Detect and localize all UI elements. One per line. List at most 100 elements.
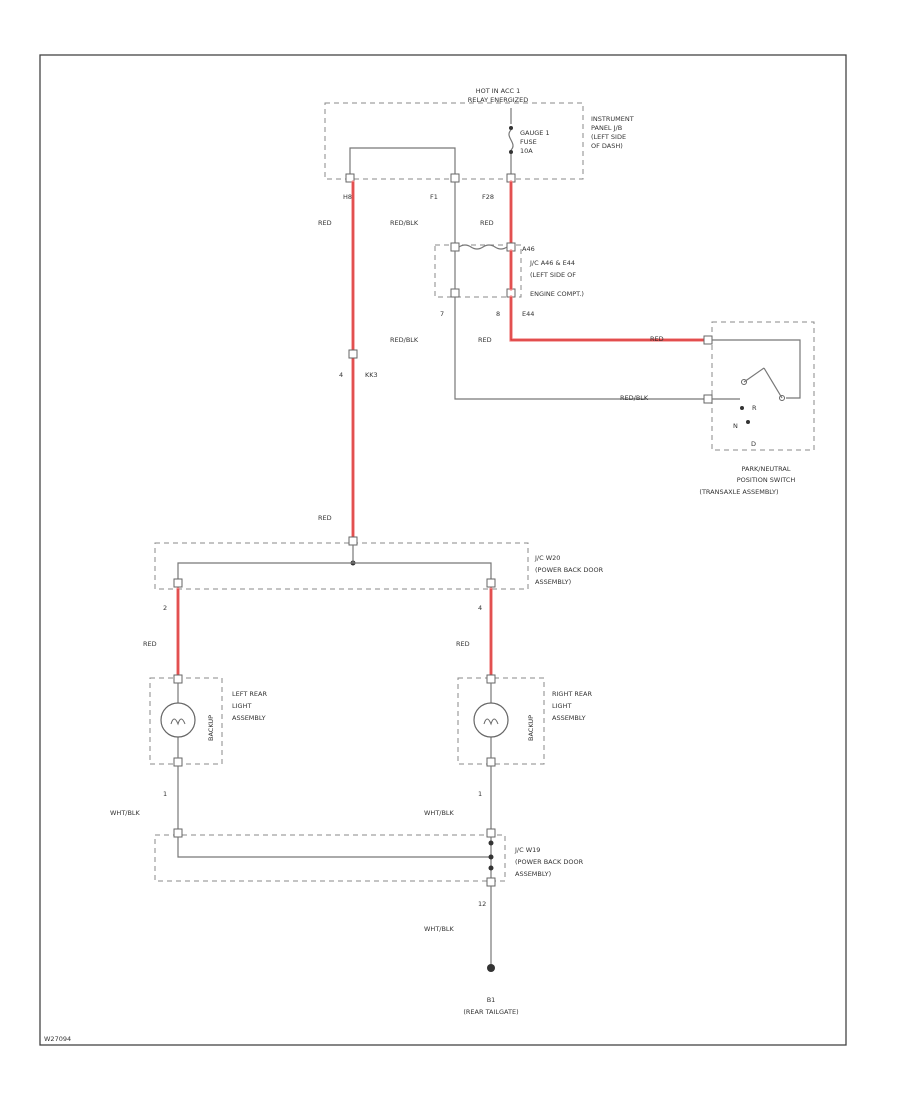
right-lamp-box	[457, 677, 545, 765]
jb-location-4: OF DASH)	[591, 142, 623, 150]
left-bulb-filament-icon	[170, 718, 186, 726]
wire-label-h8: RED	[318, 219, 332, 227]
pn-switch-arm	[743, 367, 765, 383]
jc-engine-box	[434, 244, 522, 298]
jb-location-2: PANEL J/B	[591, 124, 622, 132]
pn-contact-r	[740, 406, 744, 410]
fuse-word: FUSE	[520, 138, 537, 146]
right-lamp-name-3: ASSEMBLY	[552, 714, 586, 722]
left-bulb-icon	[160, 702, 196, 738]
pn-title-3: (TRANSAXLE ASSEMBLY)	[699, 488, 778, 496]
wire-label-right-red: RED	[456, 640, 470, 648]
jc-w20-box	[154, 542, 529, 590]
wire-label-f1: RED/BLK	[390, 219, 419, 227]
jc-w19-node-3	[488, 865, 494, 871]
jc-w20-out-left	[173, 578, 183, 588]
terminal-f1	[450, 173, 460, 183]
wire-label-redblk-lower: RED/BLK	[390, 336, 419, 344]
jb-location-3: (LEFT SIDE	[591, 133, 626, 141]
pn-switch-arm-2	[763, 367, 783, 399]
pin-jc-7: 7	[440, 310, 444, 318]
right-lamp-name-1: RIGHT REAR	[552, 690, 592, 698]
pin-w20-4: 4	[478, 604, 482, 612]
wire-redblk-pn	[454, 297, 704, 400]
jc-w19-node-1	[488, 840, 494, 846]
wire-label-pn-redblk: RED/BLK	[620, 394, 649, 402]
pn-internal-feed	[712, 339, 801, 399]
jc-w20-out-right	[486, 578, 496, 588]
pin-right-lamp-1: 1	[478, 790, 482, 798]
pn-label-n: N	[733, 422, 738, 430]
jc-w20-line2: (POWER BACK DOOR	[535, 566, 604, 574]
pn-contact-n	[746, 420, 750, 424]
wire-label-red-lower: RED	[318, 514, 332, 522]
fuse-top-node	[509, 126, 513, 130]
jc-engine-line2: (LEFT SIDE OF	[530, 271, 576, 279]
pin-kk3-num: 4	[339, 371, 343, 379]
pin-kk3: KK3	[365, 371, 378, 379]
jc-w19-in-right	[486, 828, 496, 838]
pn-terminal-1	[703, 335, 713, 345]
wire-e44-red-glow	[509, 295, 706, 342]
fuse-hot-label: HOT IN ACC 1	[476, 87, 521, 95]
footer-code: W27094	[44, 1035, 71, 1043]
wire-label-ground: WHT/BLK	[424, 925, 455, 933]
jc-w19-node-2	[488, 854, 494, 860]
pn-label-d: D	[751, 440, 756, 448]
wire-label-pn-red: RED	[650, 335, 664, 343]
jc-terminal-7	[450, 288, 460, 298]
right-lamp-side: BACKUP	[527, 715, 535, 741]
left-lamp-name-3: ASSEMBLY	[232, 714, 266, 722]
pin-gnd-12: 12	[478, 900, 486, 908]
jc-w20-bus	[177, 562, 492, 581]
pin-a46: A46	[522, 245, 535, 253]
ground-icon	[487, 964, 495, 972]
jc-w19-box	[154, 834, 506, 882]
jc-w19-line2: (POWER BACK DOOR	[515, 858, 584, 866]
pin-left-lamp-1: 1	[163, 790, 167, 798]
pin-h8: H8	[343, 193, 352, 201]
left-lamp-side: BACKUP	[207, 715, 215, 741]
left-lamp-term-bottom	[173, 757, 183, 767]
wire-label-f28: RED	[480, 219, 494, 227]
wire-label-e44: RED	[478, 336, 492, 344]
fuse-relay-label: RELAY ENERGIZED	[468, 96, 528, 104]
fuse-rating: 10A	[520, 147, 533, 155]
pn-terminal-2	[703, 394, 713, 404]
instrument-panel-jb-box	[324, 102, 584, 180]
jc-engine-line1: J/C A46 & E44	[529, 259, 575, 267]
right-bulb-icon	[473, 702, 509, 738]
right-lamp-name-2: LIGHT	[552, 702, 571, 710]
fuse-icon	[508, 129, 514, 151]
pn-switch-box	[711, 321, 815, 451]
left-lamp-term-top	[173, 674, 183, 684]
pin-f1: F1	[430, 193, 438, 201]
jc-terminal-a	[450, 242, 460, 252]
diagram-frame	[39, 54, 847, 1046]
wire-label-left-red: RED	[143, 640, 157, 648]
wire-label-left-whtblk: WHT/BLK	[110, 809, 141, 817]
left-lamp-name-2: LIGHT	[232, 702, 251, 710]
connector-kk3	[348, 349, 358, 359]
ground-id: B1	[487, 996, 496, 1004]
ground-location: (REAR TAILGATE)	[463, 1008, 518, 1016]
jc-w19-out	[486, 877, 496, 887]
right-bulb-filament-icon	[483, 718, 499, 726]
right-lamp-term-bottom	[486, 757, 496, 767]
jc-engine-line3: ENGINE COMPT.)	[530, 290, 584, 298]
jb-location-1: INSTRUMENT	[591, 115, 634, 123]
fuse-name: GAUGE 1	[520, 129, 550, 137]
pin-f28: F28	[482, 193, 494, 201]
terminal-h8	[345, 173, 355, 183]
fuse-bottom-node	[509, 150, 513, 154]
jc-break-mark	[458, 244, 508, 250]
jc-w19-in-left	[173, 828, 183, 838]
pn-title-1: PARK/NEUTRAL	[742, 465, 791, 473]
jc-w19-bus	[177, 837, 491, 858]
jc-w19-line3: ASSEMBLY)	[515, 870, 551, 878]
jc-w20-line3: ASSEMBLY)	[535, 578, 571, 586]
left-lamp-name-1: LEFT REAR	[232, 690, 267, 698]
pin-w20-2: 2	[163, 604, 167, 612]
left-lamp-box	[149, 677, 223, 765]
